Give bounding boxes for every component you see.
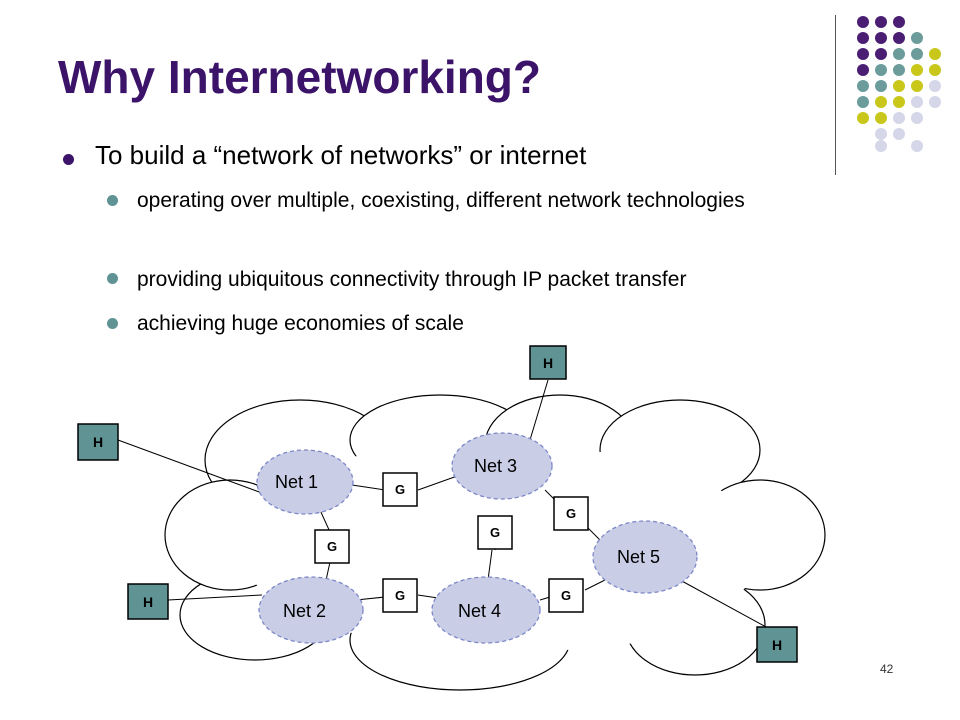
divider-line — [835, 15, 836, 175]
net1-cloud — [256, 449, 354, 515]
decorative-dot-grid — [857, 16, 941, 152]
net2-label: Net 2 — [283, 601, 326, 621]
gateway-label: G — [395, 588, 405, 603]
main-bullet-dot — [63, 154, 74, 165]
net5-cloud — [592, 520, 698, 594]
host-box — [77, 423, 119, 461]
page-number: 42 — [880, 662, 894, 676]
gateway-box — [382, 578, 418, 613]
sub-bullet-text: operating over multiple, coexisting, dif… — [137, 189, 745, 212]
host-box — [756, 626, 798, 663]
gateway-box — [553, 496, 589, 531]
net3-cloud — [451, 432, 553, 500]
gateway-box — [382, 472, 418, 507]
net5-label: Net 5 — [617, 547, 660, 567]
gateway-label: G — [490, 525, 500, 540]
net2-cloud — [258, 576, 364, 644]
sub-bullet-dot — [107, 318, 118, 329]
host-box — [127, 583, 169, 620]
net1-label: Net 1 — [275, 472, 318, 492]
net4-label: Net 4 — [458, 601, 501, 621]
host-label: H — [543, 355, 553, 371]
net4-cloud — [431, 576, 541, 644]
net3-label: Net 3 — [474, 456, 517, 476]
host-label: H — [93, 434, 103, 450]
main-bullet-text: To build a “network of networks” or inte… — [95, 140, 587, 170]
gateway-label: G — [395, 482, 405, 497]
sub-bullet-dot — [107, 195, 118, 206]
slide-title: Why Internetworking? — [58, 51, 541, 103]
host-label: H — [772, 637, 782, 653]
sub-bullet-text: providing ubiquitous connectivity throug… — [137, 268, 687, 291]
gateway-label: G — [327, 539, 337, 554]
sub-bullet-text: achieving huge economies of scale — [137, 312, 464, 335]
gateway-box — [548, 578, 584, 613]
host-label: H — [143, 594, 153, 610]
gateway-label: G — [561, 588, 571, 603]
gateway-box — [314, 529, 350, 564]
sub-bullet-dot — [107, 273, 118, 284]
gateway-label: G — [566, 506, 576, 521]
gateway-box — [477, 515, 513, 550]
host-box — [529, 345, 567, 380]
